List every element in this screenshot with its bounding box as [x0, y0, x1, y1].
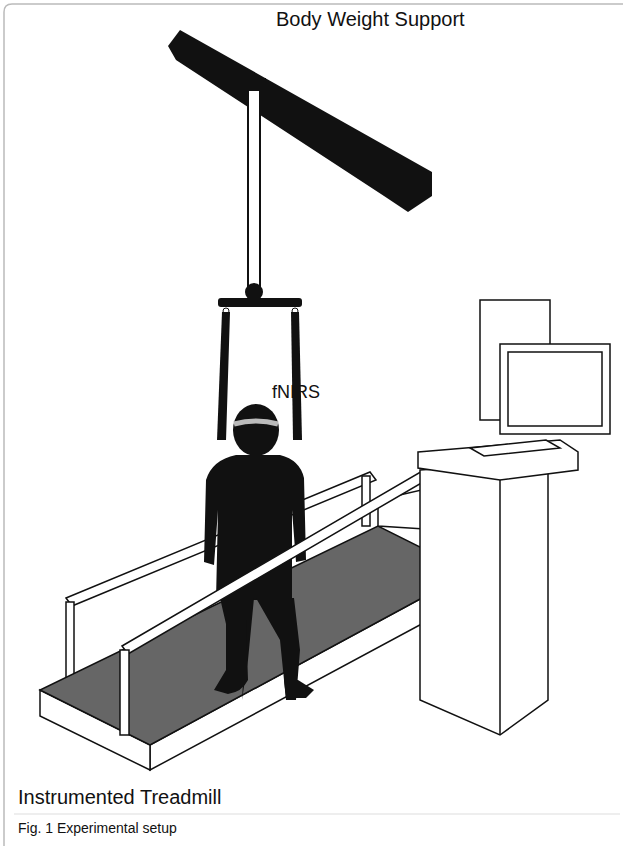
figure-caption: Fig. 1 Experimental setup: [18, 820, 177, 836]
sensor-label: fNIRS: [272, 382, 320, 403]
part-label: Instrumented Treadmill: [18, 786, 221, 809]
harness-strap: [217, 312, 230, 440]
support-beam: [168, 30, 432, 212]
rail-post: [362, 476, 370, 526]
console-desk: [418, 440, 578, 480]
console-edge: [499, 478, 501, 735]
handrail: [122, 456, 454, 654]
figure-frame: [4, 4, 623, 846]
rail-post: [120, 650, 129, 735]
keyboard: [470, 440, 560, 456]
monitor-screen: [508, 352, 602, 426]
beam-trolley: [240, 78, 266, 90]
caption-rule: [14, 814, 620, 815]
spreader-bar: [218, 298, 302, 307]
harness-strap: [291, 312, 302, 440]
part-label: Body Weight Support: [276, 8, 465, 31]
support-rod: [248, 90, 260, 286]
fnirs-headband: [234, 421, 278, 424]
console-pedestal: [420, 462, 548, 735]
monitor: [500, 344, 610, 434]
rail-post: [66, 602, 74, 682]
